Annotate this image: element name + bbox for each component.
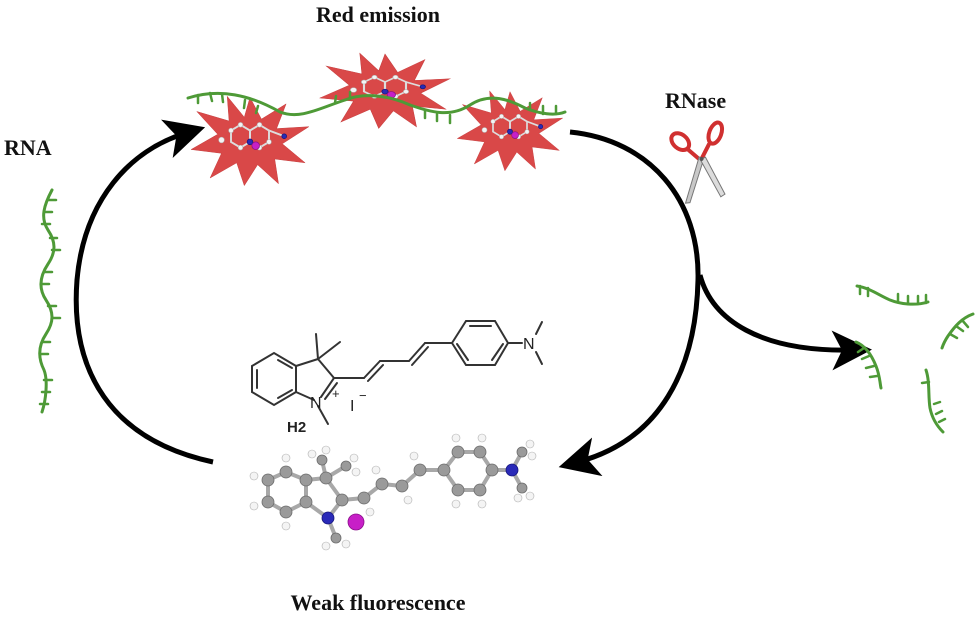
weak-fluorescence-title: Weak fluorescence	[291, 590, 466, 615]
amine-nitrogen-label: N	[523, 336, 535, 353]
rna-strand-icon	[38, 188, 62, 414]
scissors-icon	[669, 120, 726, 204]
rna-fragment-icon	[854, 340, 883, 390]
rna-fragment-icon	[920, 368, 947, 434]
emission-burst-icon	[319, 52, 451, 129]
iodide-label: I	[350, 398, 354, 415]
positive-charge-label: +	[332, 386, 340, 401]
digestion-arrow	[558, 129, 701, 477]
molecule-ball-stick-icon	[249, 433, 537, 551]
emission-burst-icon	[190, 95, 310, 187]
binding-arrow	[73, 119, 214, 465]
rnase-label: RNase	[665, 88, 726, 113]
negative-charge-label: −	[359, 388, 367, 403]
bound-rna-strand-icon	[186, 90, 567, 125]
red-emission-title: Red emission	[316, 2, 440, 27]
iodide-ion	[347, 513, 365, 531]
rna-fragment-icon	[940, 312, 975, 350]
indolium-nitrogen-label: N	[310, 395, 322, 412]
rna-label: RNA	[4, 135, 52, 160]
rna-fragment-icon	[855, 284, 930, 306]
compound-name-label: H2	[287, 419, 306, 436]
fragment-release-arrow	[697, 274, 872, 371]
h2-structural-formula	[251, 320, 543, 425]
